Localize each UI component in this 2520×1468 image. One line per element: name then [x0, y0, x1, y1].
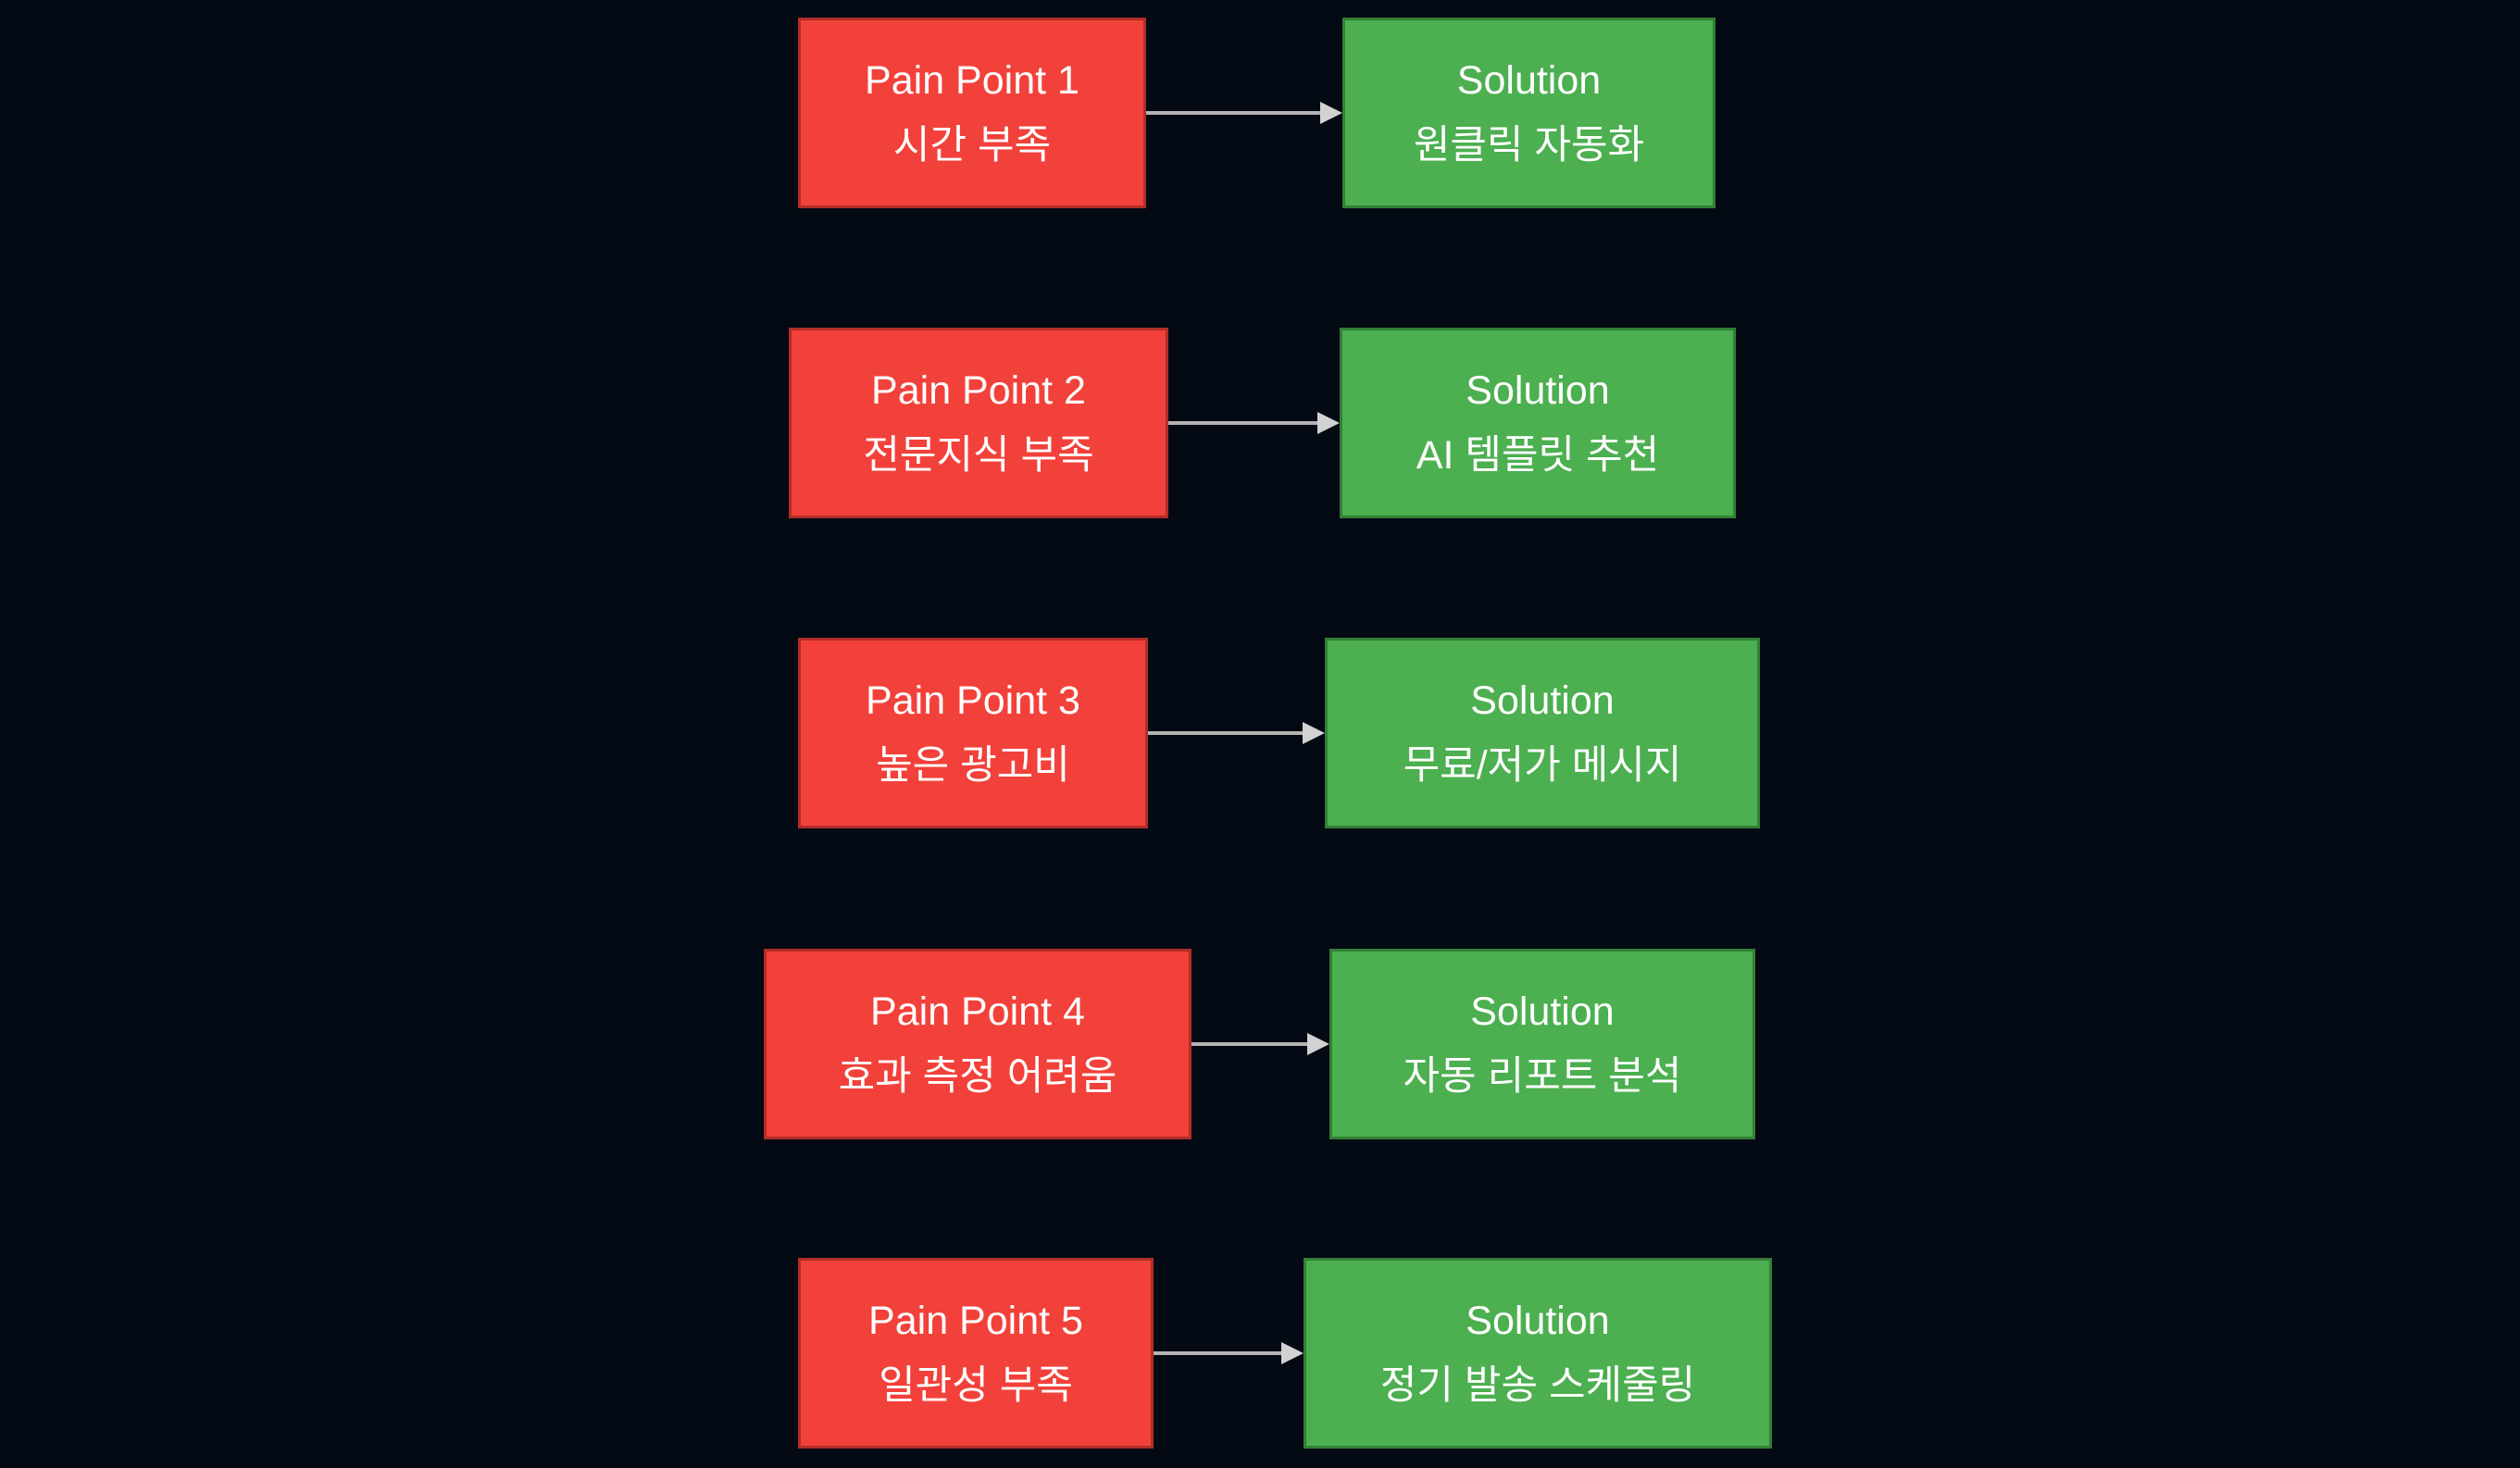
pain-point-2-box: Pain Point 2 전문지식 부족 — [789, 328, 1168, 518]
pain-point-3-detail: 높은 광고비 — [876, 743, 1070, 788]
solution-4-detail: 자동 리포트 분석 — [1403, 1054, 1682, 1099]
right-arrow-icon — [1146, 102, 1342, 124]
right-arrow-icon — [1191, 1033, 1329, 1055]
solution-5-box: Solution 정기 발송 스케줄링 — [1304, 1258, 1772, 1449]
solution-3-title: Solution — [1470, 678, 1615, 723]
pain-point-4-title: Pain Point 4 — [870, 989, 1085, 1034]
right-arrow-icon — [1154, 1342, 1304, 1364]
solution-2-box: Solution AI 템플릿 추천 — [1340, 328, 1736, 518]
pain-point-4-detail: 효과 측정 어려움 — [838, 1054, 1117, 1099]
solution-4-title: Solution — [1470, 989, 1615, 1034]
solution-3-box: Solution 무료/저가 메시지 — [1325, 638, 1760, 828]
solution-2-title: Solution — [1466, 368, 1610, 413]
pain-point-4-box: Pain Point 4 효과 측정 어려움 — [764, 949, 1191, 1139]
solution-1-box: Solution 원클릭 자동화 — [1342, 18, 1715, 208]
pain-point-1-box: Pain Point 1 시간 부족 — [798, 18, 1146, 208]
solution-1-title: Solution — [1456, 58, 1602, 103]
pain-point-2-title: Pain Point 2 — [871, 368, 1086, 413]
pain-point-1-title: Pain Point 1 — [865, 58, 1079, 103]
solution-1-detail: 원클릭 자동화 — [1413, 123, 1645, 168]
pain-point-5-box: Pain Point 5 일관성 부족 — [798, 1258, 1154, 1449]
pain-point-5-title: Pain Point 5 — [868, 1299, 1083, 1343]
right-arrow-icon — [1148, 722, 1325, 744]
right-arrow-icon — [1168, 412, 1340, 434]
solution-4-box: Solution 자동 리포트 분석 — [1329, 949, 1755, 1139]
solution-5-detail: 정기 발송 스케줄링 — [1379, 1363, 1696, 1408]
pain-point-5-detail: 일관성 부족 — [879, 1363, 1073, 1408]
solution-5-title: Solution — [1466, 1299, 1610, 1343]
pain-point-3-title: Pain Point 3 — [866, 678, 1080, 723]
pain-point-3-box: Pain Point 3 높은 광고비 — [798, 638, 1148, 828]
solution-3-detail: 무료/저가 메시지 — [1403, 743, 1682, 788]
solution-2-detail: AI 템플릿 추천 — [1416, 433, 1660, 478]
pain-point-1-detail: 시간 부족 — [892, 123, 1052, 168]
pain-point-2-detail: 전문지식 부족 — [863, 433, 1094, 478]
